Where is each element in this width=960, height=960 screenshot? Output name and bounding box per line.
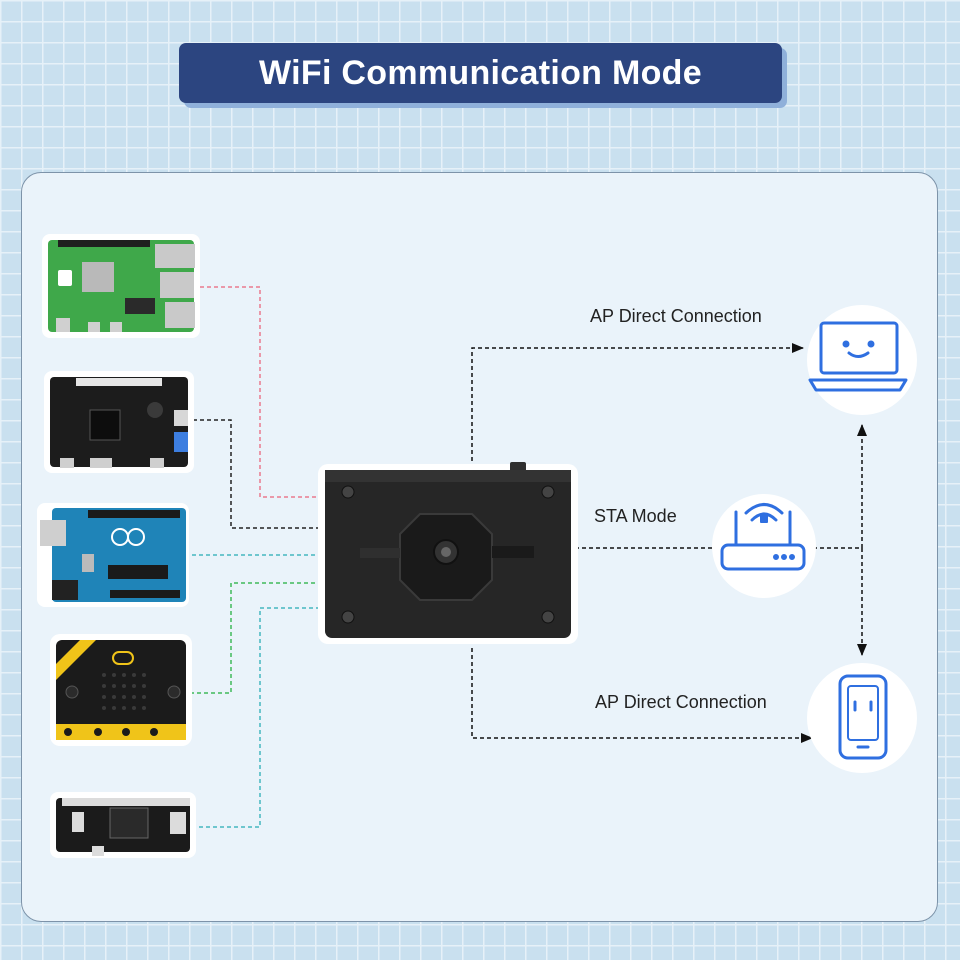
arduino-uno-board <box>37 503 189 607</box>
controller-board <box>44 371 194 473</box>
connector-esp32 <box>192 607 322 828</box>
microbit-board <box>50 634 192 746</box>
sta-mode-label: STA Mode <box>594 506 677 526</box>
raspberry-pi-board <box>42 234 200 338</box>
phone-icon <box>838 674 888 760</box>
connector-controller <box>193 419 322 529</box>
board-connectors <box>190 286 322 828</box>
router-icon <box>720 503 806 571</box>
connector-raspberry-pi <box>200 286 322 498</box>
connector-microbit <box>190 582 322 694</box>
esp32-board <box>50 792 196 858</box>
connector-ap-top <box>471 343 804 468</box>
router-device <box>712 494 816 598</box>
laptop-icon <box>808 321 908 392</box>
laptop-device <box>807 305 917 415</box>
wifi-camera-module <box>318 462 578 644</box>
phone-device <box>807 663 917 773</box>
ap-direct-connection-label-bottom: AP Direct Connection <box>595 692 767 712</box>
page-title: WiFi Communication Mode <box>179 43 782 103</box>
ap-direct-connection-label-top: AP Direct Connection <box>590 306 762 326</box>
connector-ap-bottom <box>471 648 813 743</box>
